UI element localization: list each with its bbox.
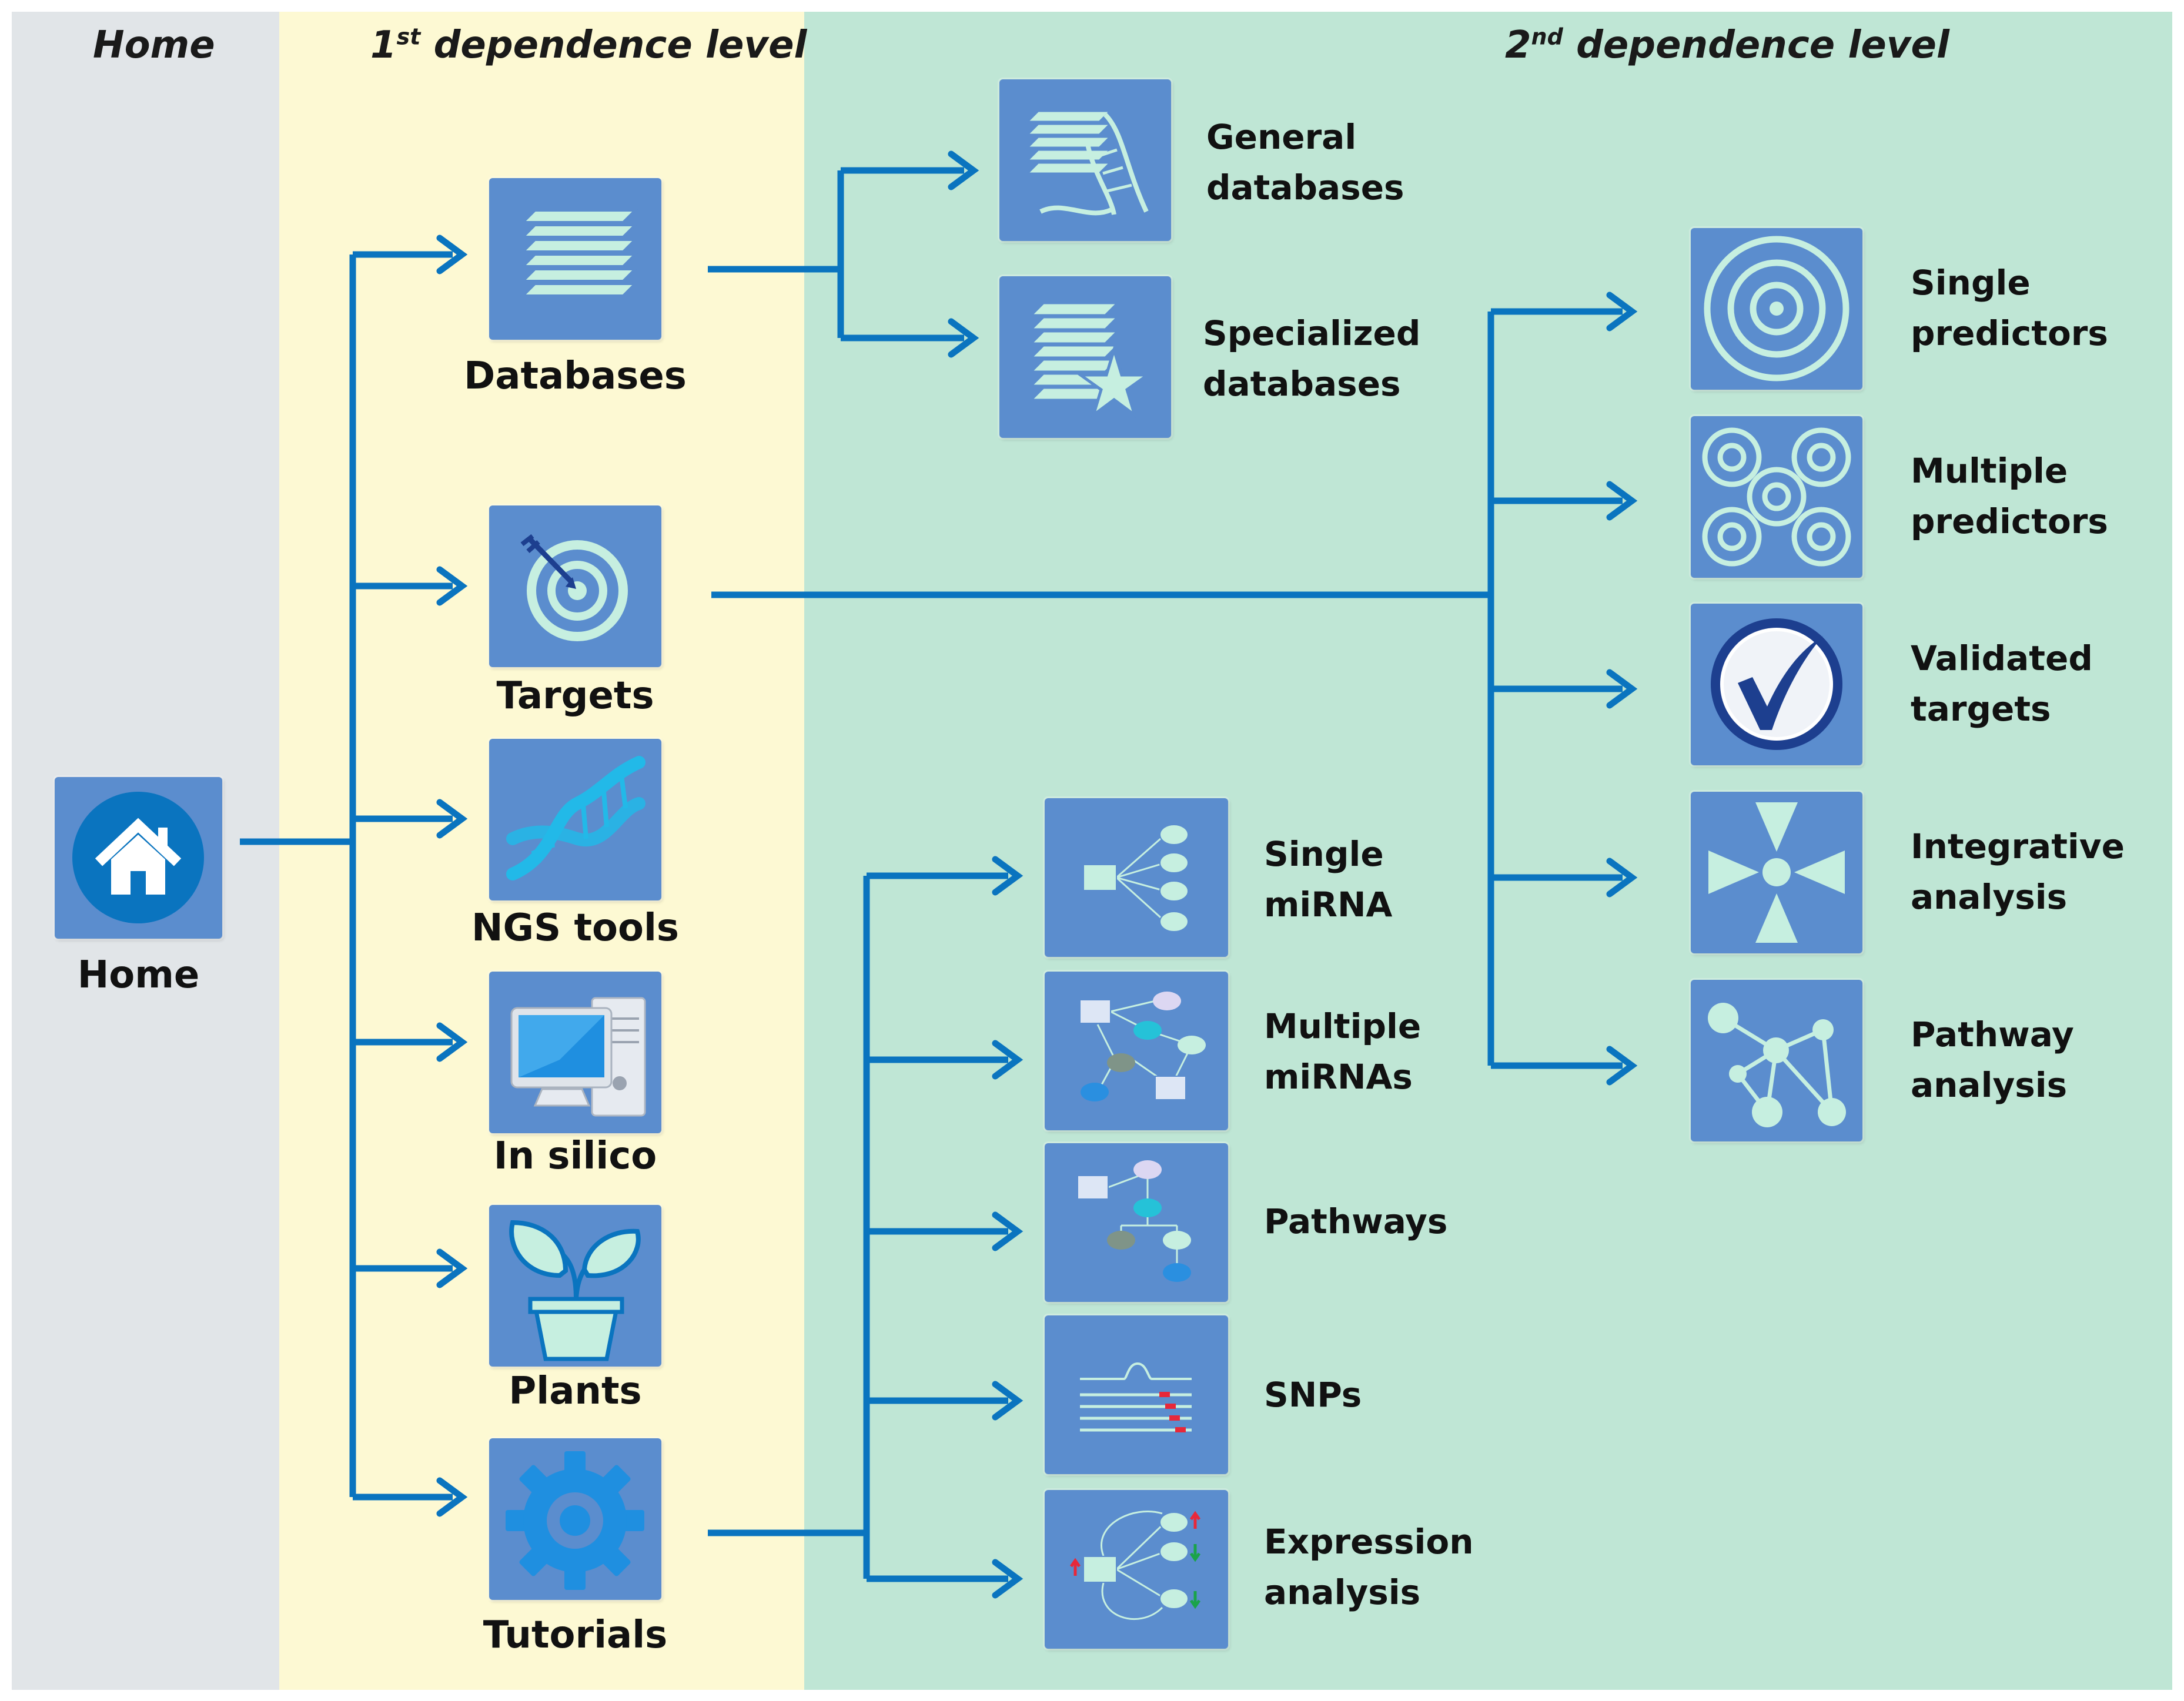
tutorials-label: Tutorials (483, 1613, 668, 1657)
expression-graph-icon (1069, 1511, 1201, 1620)
multiple-mirnas-tile[interactable] (1045, 972, 1228, 1130)
tutorials-tile[interactable] (489, 1438, 661, 1600)
pathways-tile[interactable] (1045, 1143, 1228, 1302)
computer-icon (510, 997, 646, 1117)
house-icon (72, 792, 204, 923)
single-mirna-graph-icon (1083, 824, 1189, 932)
single-predictors-tile[interactable] (1691, 228, 1862, 390)
databases-tile[interactable] (489, 178, 661, 340)
database-dna-icon (1025, 110, 1149, 216)
targets-label: Targets (496, 674, 654, 718)
snp-alignment-icon (1080, 1362, 1192, 1432)
specialized-databases-tile[interactable] (999, 276, 1171, 438)
converging-triangles-icon (1708, 802, 1845, 943)
targets-tile[interactable] (489, 505, 661, 667)
level1-column-title: 1st dependence level (370, 24, 807, 67)
pathways-label: Pathways (1264, 1201, 1448, 1241)
integrative-analysis-tile[interactable] (1691, 792, 1862, 953)
plants-label: Plants (509, 1369, 642, 1413)
pathway-graph-icon (1077, 1160, 1191, 1282)
multiple-targets-icon (1702, 427, 1851, 567)
in-silico-tile[interactable] (489, 972, 661, 1133)
plant-pot-icon (509, 1220, 641, 1361)
multiple-predictors-tile[interactable] (1691, 416, 1862, 578)
in-silico-label: In silico (493, 1134, 657, 1178)
dna-helix-icon (506, 756, 645, 880)
snps-tile[interactable] (1045, 1315, 1228, 1474)
level2-column-title: 2nd dependence level (1505, 24, 1949, 67)
pathway-analysis-tile[interactable] (1691, 980, 1862, 1141)
validated-targets-tile[interactable] (1691, 604, 1862, 765)
target-arrow-icon (520, 534, 628, 641)
single-mirna-tile[interactable] (1045, 798, 1228, 957)
stacked-layers-icon (520, 209, 638, 297)
network-nodes-icon (1708, 1003, 1846, 1127)
ngs-tools-label: NGS tools (471, 906, 680, 950)
plants-tile[interactable] (489, 1205, 661, 1367)
home-label: Home (77, 953, 200, 997)
general-databases-tile[interactable] (999, 79, 1171, 241)
checkmark-icon (1711, 618, 1842, 750)
gear-icon (506, 1451, 644, 1590)
single-target-icon (1704, 236, 1849, 381)
home-column-title: Home (93, 24, 215, 67)
databases-label: Databases (464, 354, 687, 398)
ngs-tools-tile[interactable] (489, 739, 661, 900)
multiple-mirna-graph-icon (1079, 992, 1206, 1101)
database-star-icon (1029, 302, 1152, 419)
snps-label: SNPs (1264, 1375, 1362, 1415)
home-tile[interactable] (55, 777, 222, 939)
expression-analysis-tile[interactable] (1045, 1490, 1228, 1649)
